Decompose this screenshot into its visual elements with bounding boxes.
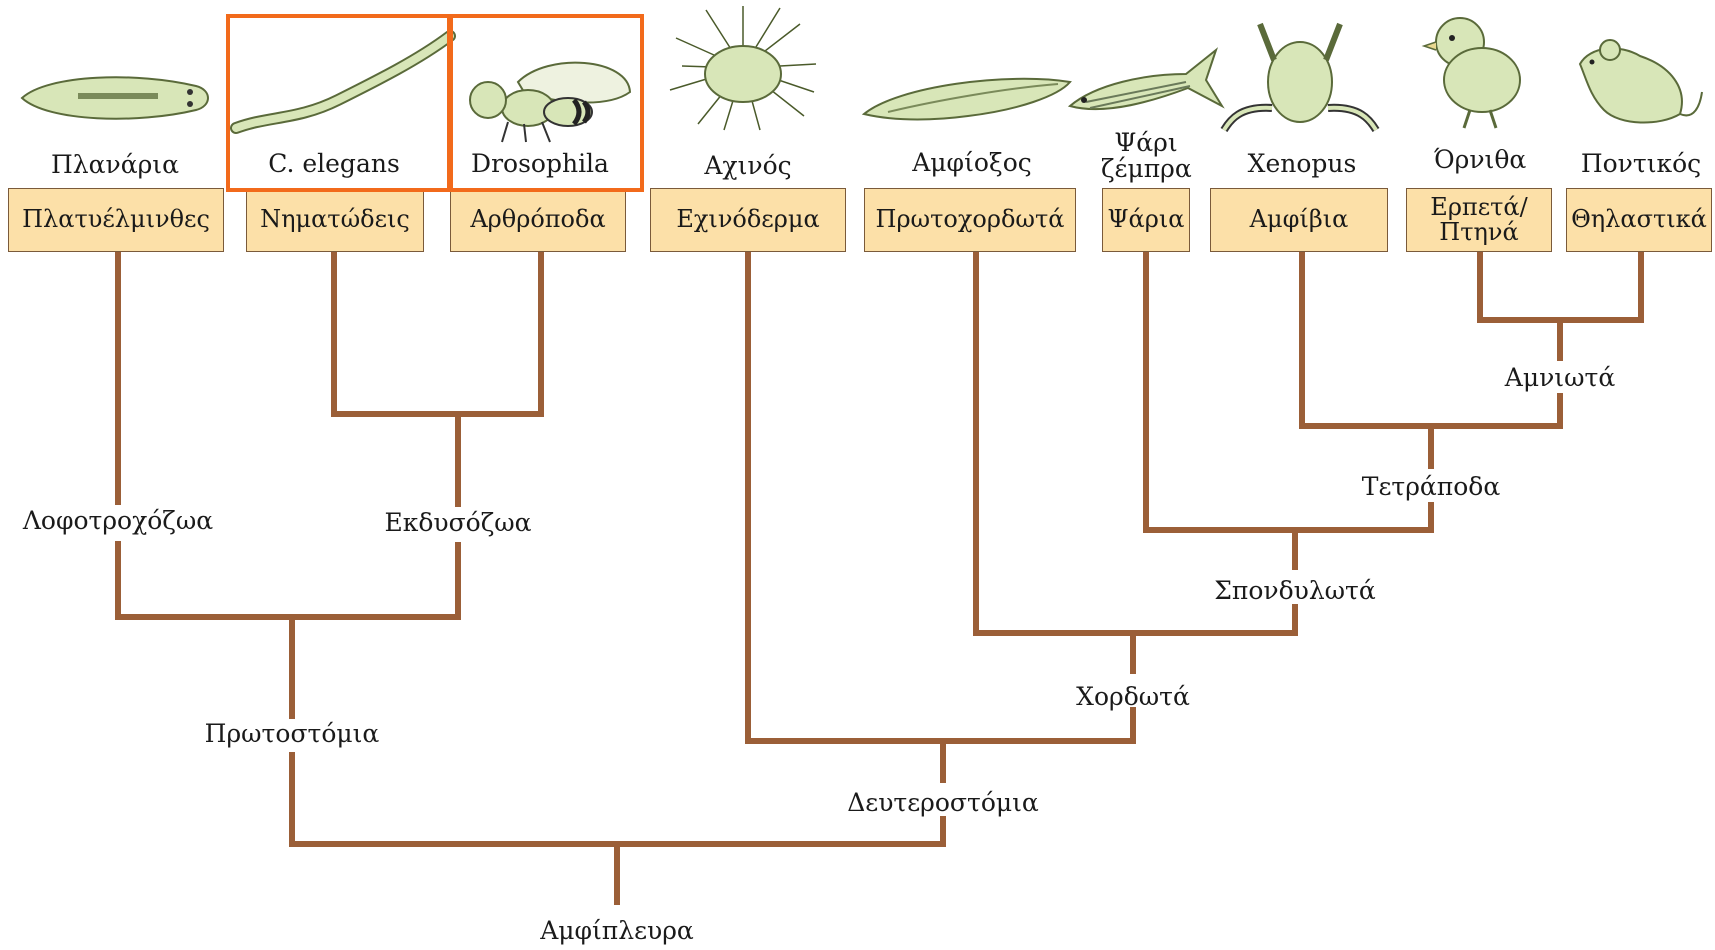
clade-label-amniota: Αμνιωτά — [1505, 365, 1615, 390]
zebrafish-icon — [1066, 44, 1226, 130]
organism-name-xenopus: Xenopus — [1248, 151, 1357, 177]
clade-label-chordata: Χορδωτά — [1076, 684, 1190, 709]
clade-label-lophotrochozoa: Λοφοτροχόζωα — [23, 508, 213, 533]
clade-label-tetrapoda: Τετράποδα — [1362, 474, 1500, 499]
clade-label-vertebrata: Σπονδυλωτά — [1214, 578, 1376, 603]
group-box-reptiles-birds: Ερπετά/ Πτηνά — [1406, 188, 1552, 252]
branch-amniota — [1480, 252, 1641, 361]
branch-ecdysozoa — [334, 252, 541, 507]
organism-name-mouse: Ποντικός — [1581, 151, 1701, 177]
branch-vertebrata — [1146, 252, 1431, 570]
group-box-echinodermata: Εχινόδερμα — [650, 188, 846, 252]
organism-name-sea-urchin: Αχινός — [704, 153, 791, 179]
frog-icon — [1220, 20, 1380, 136]
highlight-c-elegans — [226, 14, 451, 192]
amphioxus-icon — [858, 66, 1078, 136]
branch-chordata — [976, 252, 1295, 674]
branch-bilateria — [292, 752, 943, 905]
organism-name-planaria: Πλανάρια — [51, 152, 179, 178]
branch-protostomia — [118, 252, 458, 719]
group-box-arthropoda: Αρθρόποδα — [450, 188, 626, 252]
group-box-fish: Ψάρια — [1102, 188, 1190, 252]
clade-label-ecdysozoa: Εκδυσόζωα — [384, 510, 531, 535]
clade-label-bilateria: Αμφίπλευρα — [540, 918, 694, 943]
planarian-icon — [18, 68, 213, 128]
group-box-amphibia: Αμφίβια — [1210, 188, 1388, 252]
sea-urchin-icon — [668, 4, 818, 132]
organism-name-zebrafish: Ψάρι ζέμπρα — [1101, 130, 1191, 183]
organism-name-chicken: Όρνιθα — [1434, 147, 1527, 173]
branch-tetrapoda — [1302, 252, 1560, 469]
group-box-mammalia: Θηλαστικά — [1566, 188, 1712, 252]
mouse-icon — [1570, 26, 1705, 130]
group-box-nematoda: Νηματώδεις — [246, 188, 424, 252]
chick-icon — [1420, 12, 1530, 132]
group-box-protochordata: Πρωτοχορδωτά — [864, 188, 1076, 252]
organism-name-amphioxus: Αμφίοξος — [912, 150, 1031, 176]
clade-label-protostomia: Πρωτοστόμια — [205, 721, 380, 746]
clade-label-deuterostomia: Δευτεροστόμια — [847, 790, 1039, 815]
highlight-drosophila — [449, 14, 644, 192]
group-box-platyhelminthes: Πλατυέλμινθες — [8, 188, 224, 252]
